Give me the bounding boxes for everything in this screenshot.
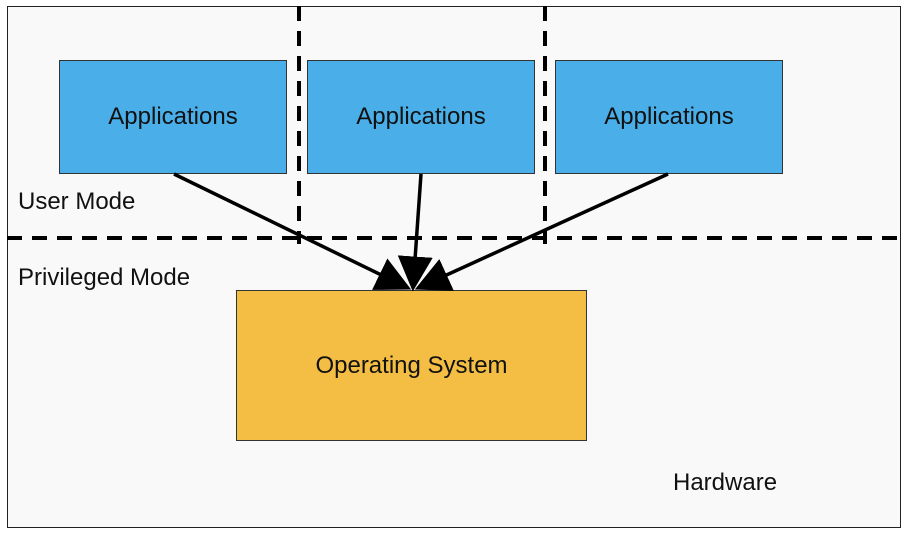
operating-system-box: Operating System — [236, 290, 587, 441]
application-label-1: Applications — [108, 103, 238, 130]
application-box-1: Applications — [59, 60, 287, 174]
application-label-3: Applications — [604, 103, 734, 130]
application-box-3: Applications — [555, 60, 783, 174]
operating-system-label: Operating System — [315, 351, 508, 379]
application-box-2: Applications — [307, 60, 535, 174]
application-label-2: Applications — [356, 103, 486, 130]
user-mode-label: User Mode — [18, 188, 136, 215]
hardware-label: Hardware — [673, 469, 778, 496]
privileged-mode-label: Privileged Mode — [18, 264, 191, 291]
